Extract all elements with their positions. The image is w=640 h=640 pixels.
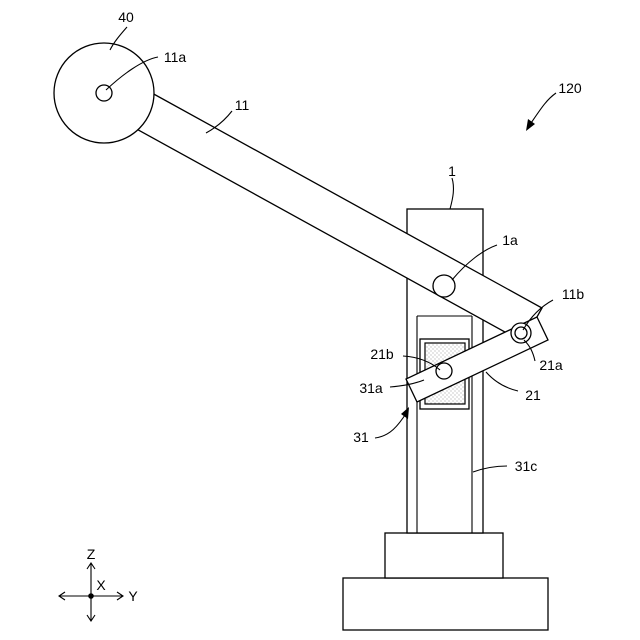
label-11a: 11a: [164, 49, 187, 65]
label-1a: 1a: [502, 232, 518, 248]
label-1: 1: [448, 163, 456, 179]
leader-31: [375, 412, 407, 438]
x-axis-dot-icon: [88, 593, 94, 599]
label-21a: 21a: [539, 357, 563, 373]
leader-21: [486, 372, 518, 391]
label-120: 120: [558, 80, 582, 96]
leader-1: [450, 178, 453, 209]
leader-31-arrowhead: [401, 407, 409, 419]
pivot-1a: [433, 275, 455, 297]
label-31: 31: [353, 429, 369, 445]
label-31c: 31c: [515, 458, 538, 474]
pin-11b-inner: [515, 327, 527, 339]
base-lower-block: [343, 578, 548, 630]
axis-label-y: Y: [128, 588, 138, 604]
pin-21b: [436, 363, 452, 379]
label-11b: 11b: [562, 286, 585, 302]
base-upper-block: [385, 533, 503, 578]
leader-120: [529, 93, 556, 126]
axis-label-x: X: [96, 577, 106, 593]
label-21b: 21b: [370, 346, 394, 362]
label-40: 40: [118, 9, 134, 25]
coordinate-axes: Z X Y: [59, 546, 138, 621]
label-31a: 31a: [359, 380, 383, 396]
label-11: 11: [235, 97, 250, 113]
axis-label-z: Z: [87, 546, 96, 562]
leader-120-arrowhead: [526, 119, 535, 131]
label-21: 21: [525, 387, 541, 403]
